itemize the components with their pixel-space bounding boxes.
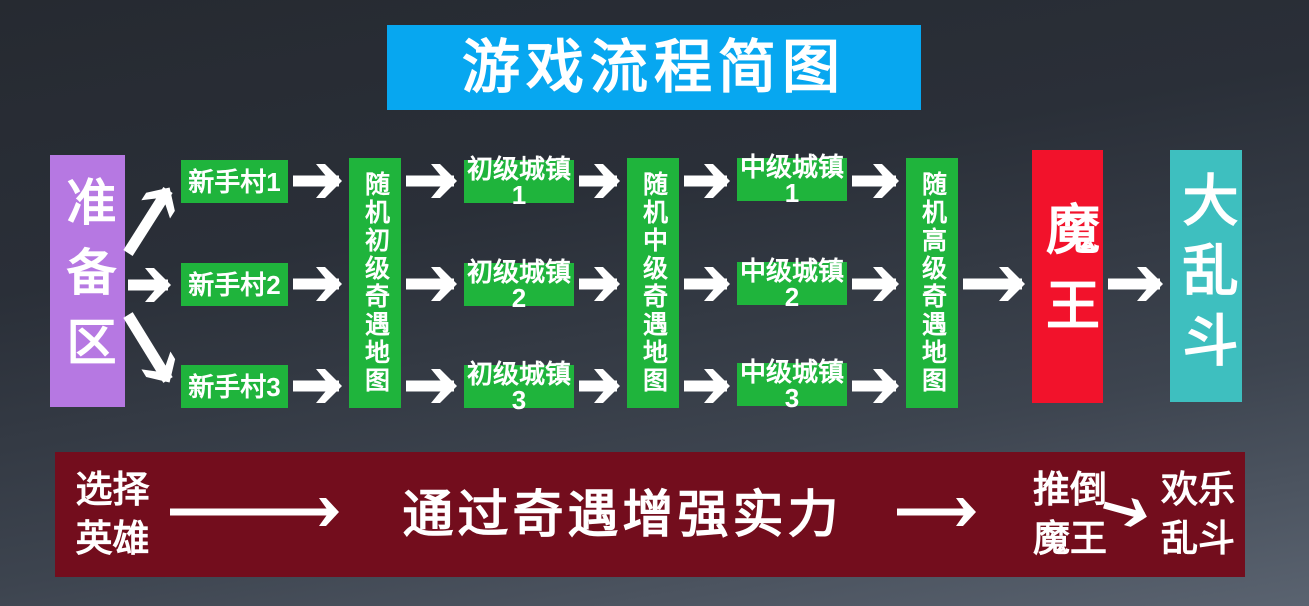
node-village-3: 新手村3 xyxy=(181,365,288,408)
node-junior-adventure-map: 随机初级奇遇地图 xyxy=(349,158,401,408)
arrow-start-to-village1 xyxy=(123,187,175,256)
banner-step-defeat-boss: 推倒 魔王 xyxy=(1033,469,1107,559)
node-mid-town-1: 中级城镇1 xyxy=(737,154,847,206)
node-start-area: 准备区 xyxy=(50,155,125,407)
node-mid-town-2: 中级城镇2 xyxy=(737,258,847,310)
node-mid-town-3: 中级城镇3 xyxy=(737,359,847,411)
node-village-2: 新手村2 xyxy=(181,263,288,306)
node-junior-town-2: 初级城镇2 xyxy=(464,259,574,311)
node-mid-adventure-map: 随机中级奇遇地图 xyxy=(627,158,679,408)
node-senior-adventure-map: 随机高级奇遇地图 xyxy=(906,158,958,408)
arrow-start-to-village3 xyxy=(123,312,176,383)
node-village-1: 新手村1 xyxy=(181,160,288,203)
banner-step-happy-brawl: 欢乐 乱斗 xyxy=(1161,469,1235,559)
diagram-title: 游戏流程简图 xyxy=(387,25,921,110)
node-junior-town-1: 初级城镇1 xyxy=(464,156,574,208)
banner-step-grow-power: 通过奇遇增强实力 xyxy=(402,486,843,543)
node-junior-town-3: 初级城镇3 xyxy=(464,361,574,413)
node-demon-king: 魔王 xyxy=(1032,150,1103,403)
node-big-brawl: 大乱斗 xyxy=(1170,150,1242,402)
banner-step-choose-hero: 选择 英雄 xyxy=(75,469,150,559)
